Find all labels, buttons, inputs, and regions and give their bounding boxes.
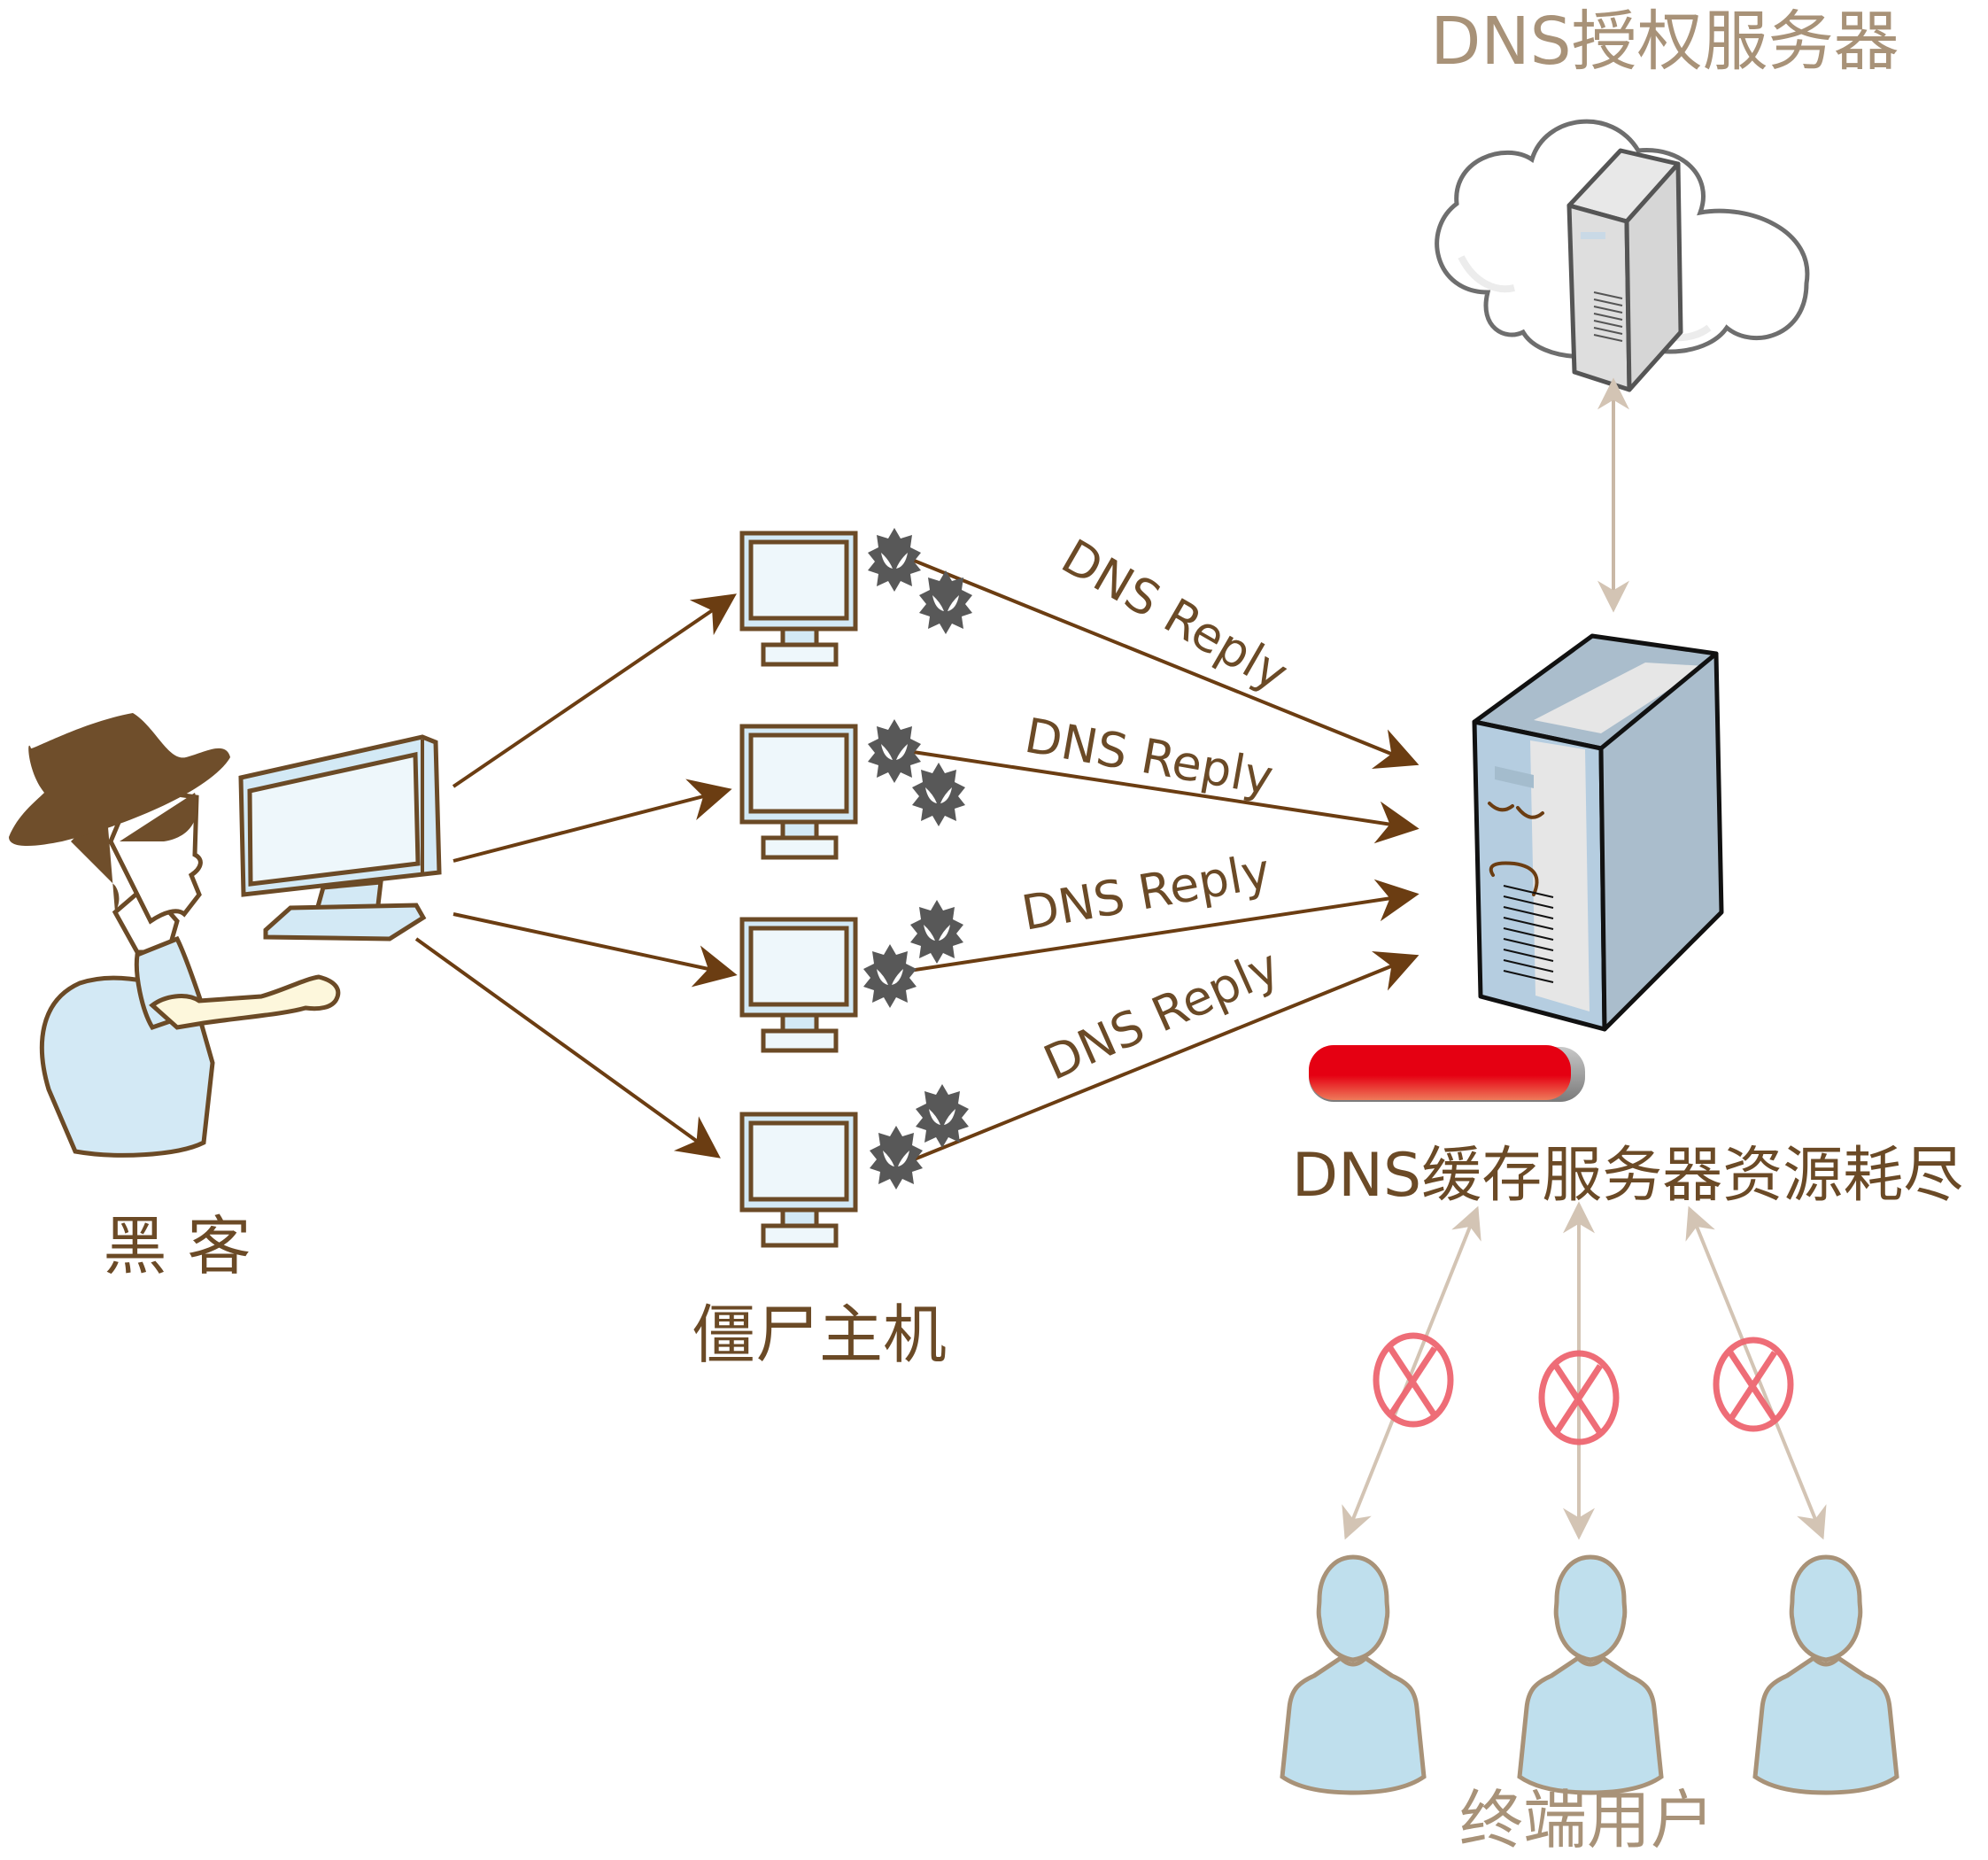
auth-server-icon (1566, 148, 1683, 392)
reply-arrows (885, 554, 1419, 1171)
zombie-icon (916, 1084, 969, 1148)
blocked-icon (1538, 1350, 1620, 1445)
zombie-pc-4 (742, 1114, 855, 1245)
reply-arrow-2 (889, 747, 1419, 844)
zombie-icon (910, 900, 963, 964)
reply-label-2: DNS Reply (1021, 708, 1278, 806)
reply-arrow-1 (902, 554, 1419, 770)
user-icon-2 (1520, 1557, 1661, 1793)
user-arrow-1 (1342, 1205, 1481, 1540)
reply-label-3: DNS Reply (1017, 843, 1274, 942)
zombie-icon (912, 763, 965, 826)
zombie-pc-1 (742, 533, 855, 664)
reply-label-4: DNS Reply (1036, 938, 1288, 1091)
hacker-to-zombie-arrows (414, 593, 738, 1159)
zombie-icon (868, 719, 921, 783)
cache-server-icon (1472, 633, 1724, 1032)
zombie-icon (863, 944, 917, 1008)
blocked-icon (1713, 1337, 1794, 1432)
user-icon-3 (1755, 1557, 1897, 1793)
cache-server-label: DNS缓存服务器资源耗尽 (1292, 1141, 1963, 1211)
zombies-label: 僵尸主机 (692, 1298, 947, 1372)
resource-bar (1309, 1045, 1585, 1102)
user-icon-1 (1282, 1557, 1424, 1793)
user-arrows (1342, 1201, 1827, 1540)
hacker-label: 黑 客 (104, 1209, 251, 1283)
auth-server-label: DNS授权服务器 (1430, 4, 1899, 80)
command-arrow-4 (414, 937, 721, 1159)
blocked-icons (1373, 1332, 1794, 1445)
reply-label-1: DNS Reply (1053, 529, 1298, 702)
resource-bar-fill (1309, 1045, 1571, 1100)
reply-arrow-3 (885, 879, 1419, 976)
end-users-label: 终端用户 (1459, 1783, 1714, 1857)
hacker-icon (9, 713, 341, 1158)
reply-arrow-4 (889, 950, 1419, 1171)
command-arrow-1 (452, 593, 737, 788)
command-arrow-2 (453, 779, 732, 863)
zombie-icon (868, 528, 921, 592)
command-arrow-3 (453, 912, 738, 988)
zombie-pc-2 (742, 726, 855, 857)
hacker-monitor-icon (238, 734, 442, 942)
zombie-pc-3 (742, 919, 855, 1050)
user-arrow-3 (1685, 1205, 1827, 1540)
blocked-icon (1373, 1332, 1454, 1428)
zombie-icon (870, 1126, 923, 1190)
